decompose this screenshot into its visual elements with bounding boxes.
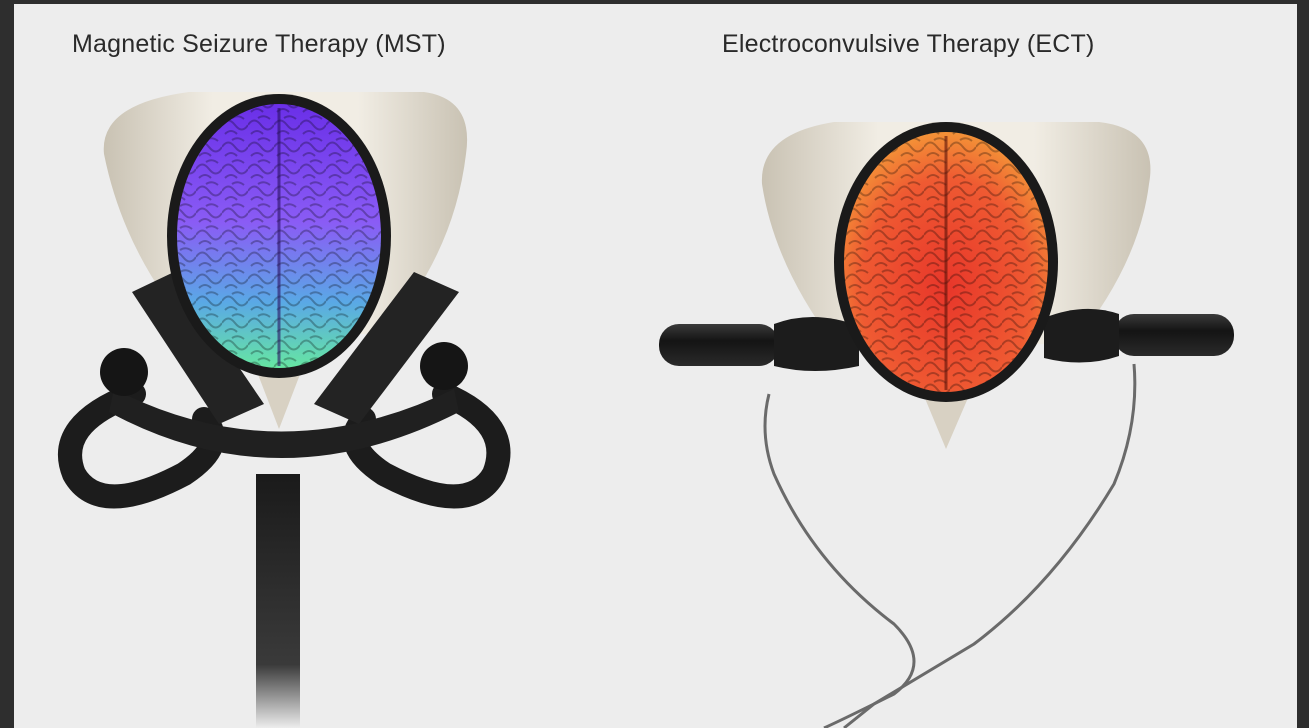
mst-knob-left bbox=[100, 348, 148, 396]
ect-electrode-right bbox=[1114, 314, 1234, 356]
ect-electrode-left bbox=[659, 324, 779, 366]
mst-stand-pole bbox=[256, 474, 300, 728]
therapy-comparison-illustration bbox=[14, 4, 1297, 728]
mst-knob-right bbox=[420, 342, 468, 390]
ect-wire-left bbox=[765, 394, 914, 728]
mst-illustration bbox=[70, 92, 498, 728]
ect-wire-right bbox=[844, 364, 1135, 728]
image-frame: Magnetic Seizure Therapy (MST) Electroco… bbox=[14, 4, 1297, 728]
ect-illustration bbox=[659, 122, 1234, 728]
